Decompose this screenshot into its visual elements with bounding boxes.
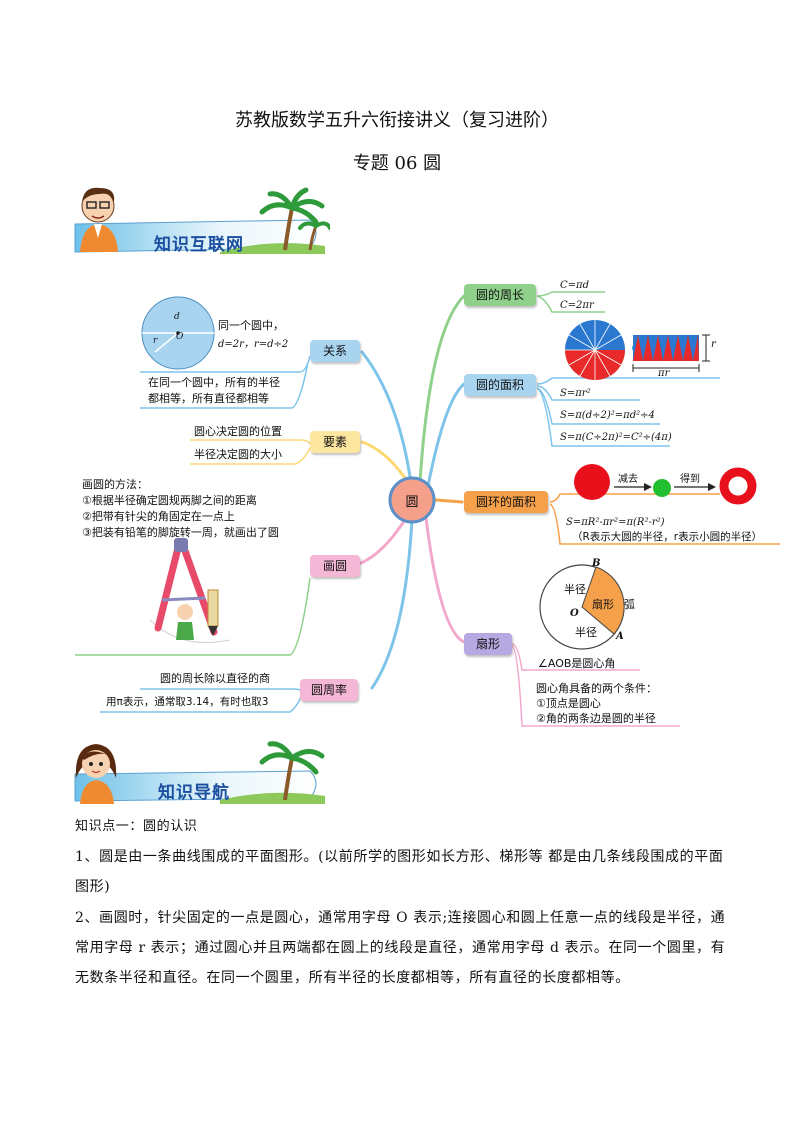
node-sector: 扇形: [464, 633, 512, 655]
rearranged-parallelogram: [632, 334, 710, 372]
pi-line-1: 圆的周长除以直径的商: [160, 672, 270, 685]
knowledge-point-1: 知识点一：圆的认识: [75, 819, 198, 834]
sector-label-arc: 弧: [624, 598, 635, 611]
main-title: 苏教版数学五升六衔接讲义（复习进阶）: [235, 110, 559, 131]
elements-item-1: 圆心决定圆的位置: [194, 425, 282, 438]
sector-label-radius-2: 半径: [575, 626, 597, 639]
pi-line-2: 用π表示，通常取3.14，有时也取3: [106, 696, 269, 708]
drawing-line-3: ②把带有针尖的角固定在一点上: [82, 510, 235, 523]
branch-ring: [434, 498, 464, 504]
circle-diagram: [141, 296, 215, 370]
ring-gets-label: 得到: [680, 474, 700, 485]
mindmap-banner-title: 知识互联网: [154, 235, 244, 255]
sector-diagram: [539, 564, 625, 650]
branch-circumference: [418, 294, 466, 484]
center-node-label: 圆: [405, 495, 419, 510]
circumference-formula-2: C=2πr: [560, 300, 594, 311]
sector-label-o: O: [570, 608, 579, 619]
diagram-label-o: O: [176, 332, 184, 342]
navigation-banner: 知识导航: [70, 738, 330, 808]
branch-relation: [360, 350, 414, 492]
sub-title: 专题 06 圆: [352, 153, 442, 174]
ring-formula: S=πR²-πr²=π(R²-r²): [566, 517, 665, 528]
banner-graphic: [74, 187, 332, 254]
relation-note-1: 同一个圆中，: [218, 319, 284, 332]
compass-illustration: [149, 538, 231, 643]
sector-cond-2: ②角的两条边是圆的半径: [536, 712, 656, 725]
small-circle-icon: [653, 479, 671, 497]
big-circle-icon: [574, 464, 610, 500]
mindmap-banner: 知识互联网: [70, 180, 332, 260]
area-label-pir: πr: [658, 368, 670, 379]
navigation-banner-title: 知识导航: [158, 783, 230, 803]
relation-text-1: 在同一个圆中，所有的半径: [148, 376, 280, 389]
branch-sector: [424, 516, 466, 644]
sector-label-radius-1: 半径: [564, 583, 586, 596]
node-circumference: 圆的周长: [464, 284, 536, 306]
circumference-formula-1: C=πd: [560, 280, 590, 291]
area-label-r: r: [711, 339, 716, 350]
area-formula-1: S=πr²: [560, 388, 591, 399]
sector-label-a: A: [616, 631, 624, 642]
node-drawing: 画圆: [310, 555, 360, 577]
sector-angle: ∠AOB是圆心角: [538, 657, 616, 670]
node-area: 圆的面积: [464, 374, 536, 396]
node-ring: 圆环的面积: [464, 491, 548, 513]
node-pi: 圆周率: [300, 679, 358, 701]
segmented-circle-icon: [565, 320, 625, 380]
ring-icon: [719, 467, 757, 505]
relation-note-2: d=2r，r=d÷2: [218, 339, 289, 350]
branch-area: [426, 382, 466, 488]
area-formula-3: S=π(C÷2π)²=C²÷(4π): [560, 432, 672, 443]
sector-label-b: B: [592, 558, 601, 569]
sector-label-sector: 扇形: [592, 598, 614, 611]
branch-drawing: [350, 513, 410, 568]
drawing-line-2: ①根据半径确定圆规两脚之间的距离: [82, 494, 257, 507]
branch-elements: [360, 440, 407, 480]
paragraph-1: 1、圆是由一条曲线围成的平面图形。(以前所学的图形如长方形、梯形等 都是由几条线…: [75, 849, 724, 895]
node-elements: 要素: [310, 431, 360, 453]
paragraph-2: 2、画圆时，针尖固定的一点是圆心，通常用字母 O 表示;连接圆心和圆上任意一点的…: [75, 910, 726, 986]
sector-cond-title: 圆心角具备的两个条件：: [536, 682, 657, 695]
center-node: [388, 476, 436, 524]
diagram-label-d: d: [174, 312, 180, 322]
ring-note: （R表示大圆的半径，r表示小圆的半径）: [572, 531, 763, 543]
elements-item-2: 半径决定圆的大小: [194, 448, 282, 461]
banner-graphic: [74, 741, 325, 804]
sector-cond-1: ①顶点是圆心: [536, 697, 601, 710]
ring-minus-label: 减去: [618, 474, 638, 485]
branch-pi: [370, 518, 414, 690]
ring-diagram: [574, 464, 757, 505]
diagram-label-r: r: [153, 336, 158, 346]
area-formula-2: S=π(d÷2)²=πd²÷4: [560, 410, 655, 421]
relation-text-2: 都相等，所有直径都相等: [148, 392, 269, 405]
drawing-line-4: ③把装有铅笔的脚旋转一周，就画出了圆: [82, 526, 279, 539]
node-relation: 关系: [310, 340, 360, 362]
drawing-line-1: 画圆的方法：: [82, 478, 148, 491]
